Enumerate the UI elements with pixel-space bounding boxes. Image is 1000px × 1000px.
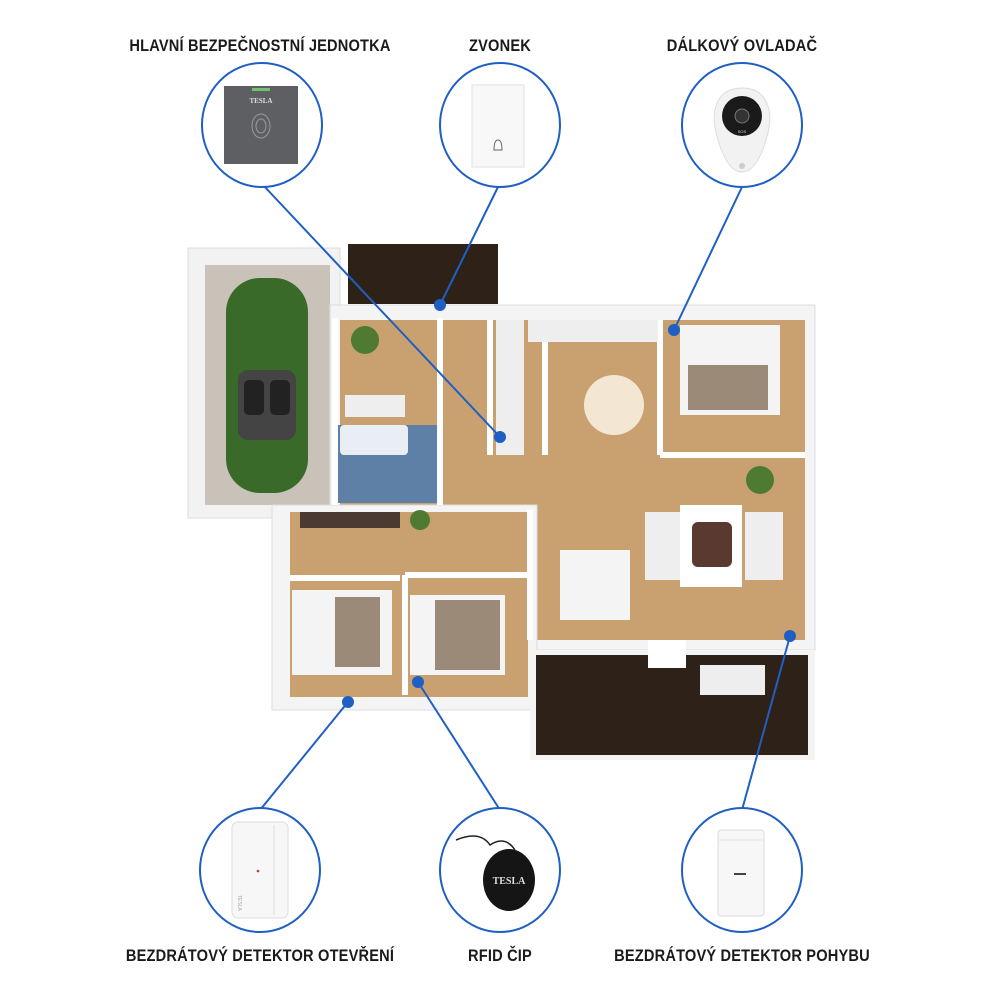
svg-text:TESLA: TESLA xyxy=(250,97,273,105)
dot-remote xyxy=(668,324,680,336)
dining-table xyxy=(584,375,644,435)
svg-text:SOS: SOS xyxy=(738,129,747,134)
label-doorbell: ZVONEK xyxy=(469,36,531,55)
balcony xyxy=(348,244,498,304)
terrace xyxy=(536,655,808,755)
beds xyxy=(292,325,780,675)
door-sensor-icon: TESLA xyxy=(231,821,289,919)
rfid-tag-icon: TESLA xyxy=(455,835,535,911)
device-location-dots xyxy=(342,299,796,708)
dot-main-unit xyxy=(494,431,506,443)
dot-door-sensor xyxy=(342,696,354,708)
floor-plan xyxy=(187,238,816,760)
label-rfid: RFID ČIP xyxy=(468,946,532,965)
dot-doorbell xyxy=(434,299,446,311)
label-door-sensor: BEZDRÁTOVÝ DETEKTOR OTEVŘENÍ xyxy=(125,946,395,965)
motion-sensor-icon xyxy=(717,829,765,917)
label-main-unit: HLAVNÍ BEZPEČNOSTNÍ JEDNOTKA xyxy=(129,36,391,55)
label-motion-sensor: BEZDRÁTOVÝ DETEKTOR POHYBU xyxy=(614,946,870,965)
remote-icon: SOS xyxy=(713,87,771,173)
svg-text:TESLA: TESLA xyxy=(493,876,527,887)
svg-text:TESLA: TESLA xyxy=(236,895,242,912)
doorbell-icon xyxy=(471,84,525,168)
connector-lines xyxy=(259,184,791,811)
dot-motion-sensor xyxy=(784,630,796,642)
dot-rfid xyxy=(412,676,424,688)
label-remote: DÁLKOVÝ OVLADAČ xyxy=(666,36,818,55)
main-unit-icon: TESLA xyxy=(224,86,298,164)
car xyxy=(226,278,308,493)
